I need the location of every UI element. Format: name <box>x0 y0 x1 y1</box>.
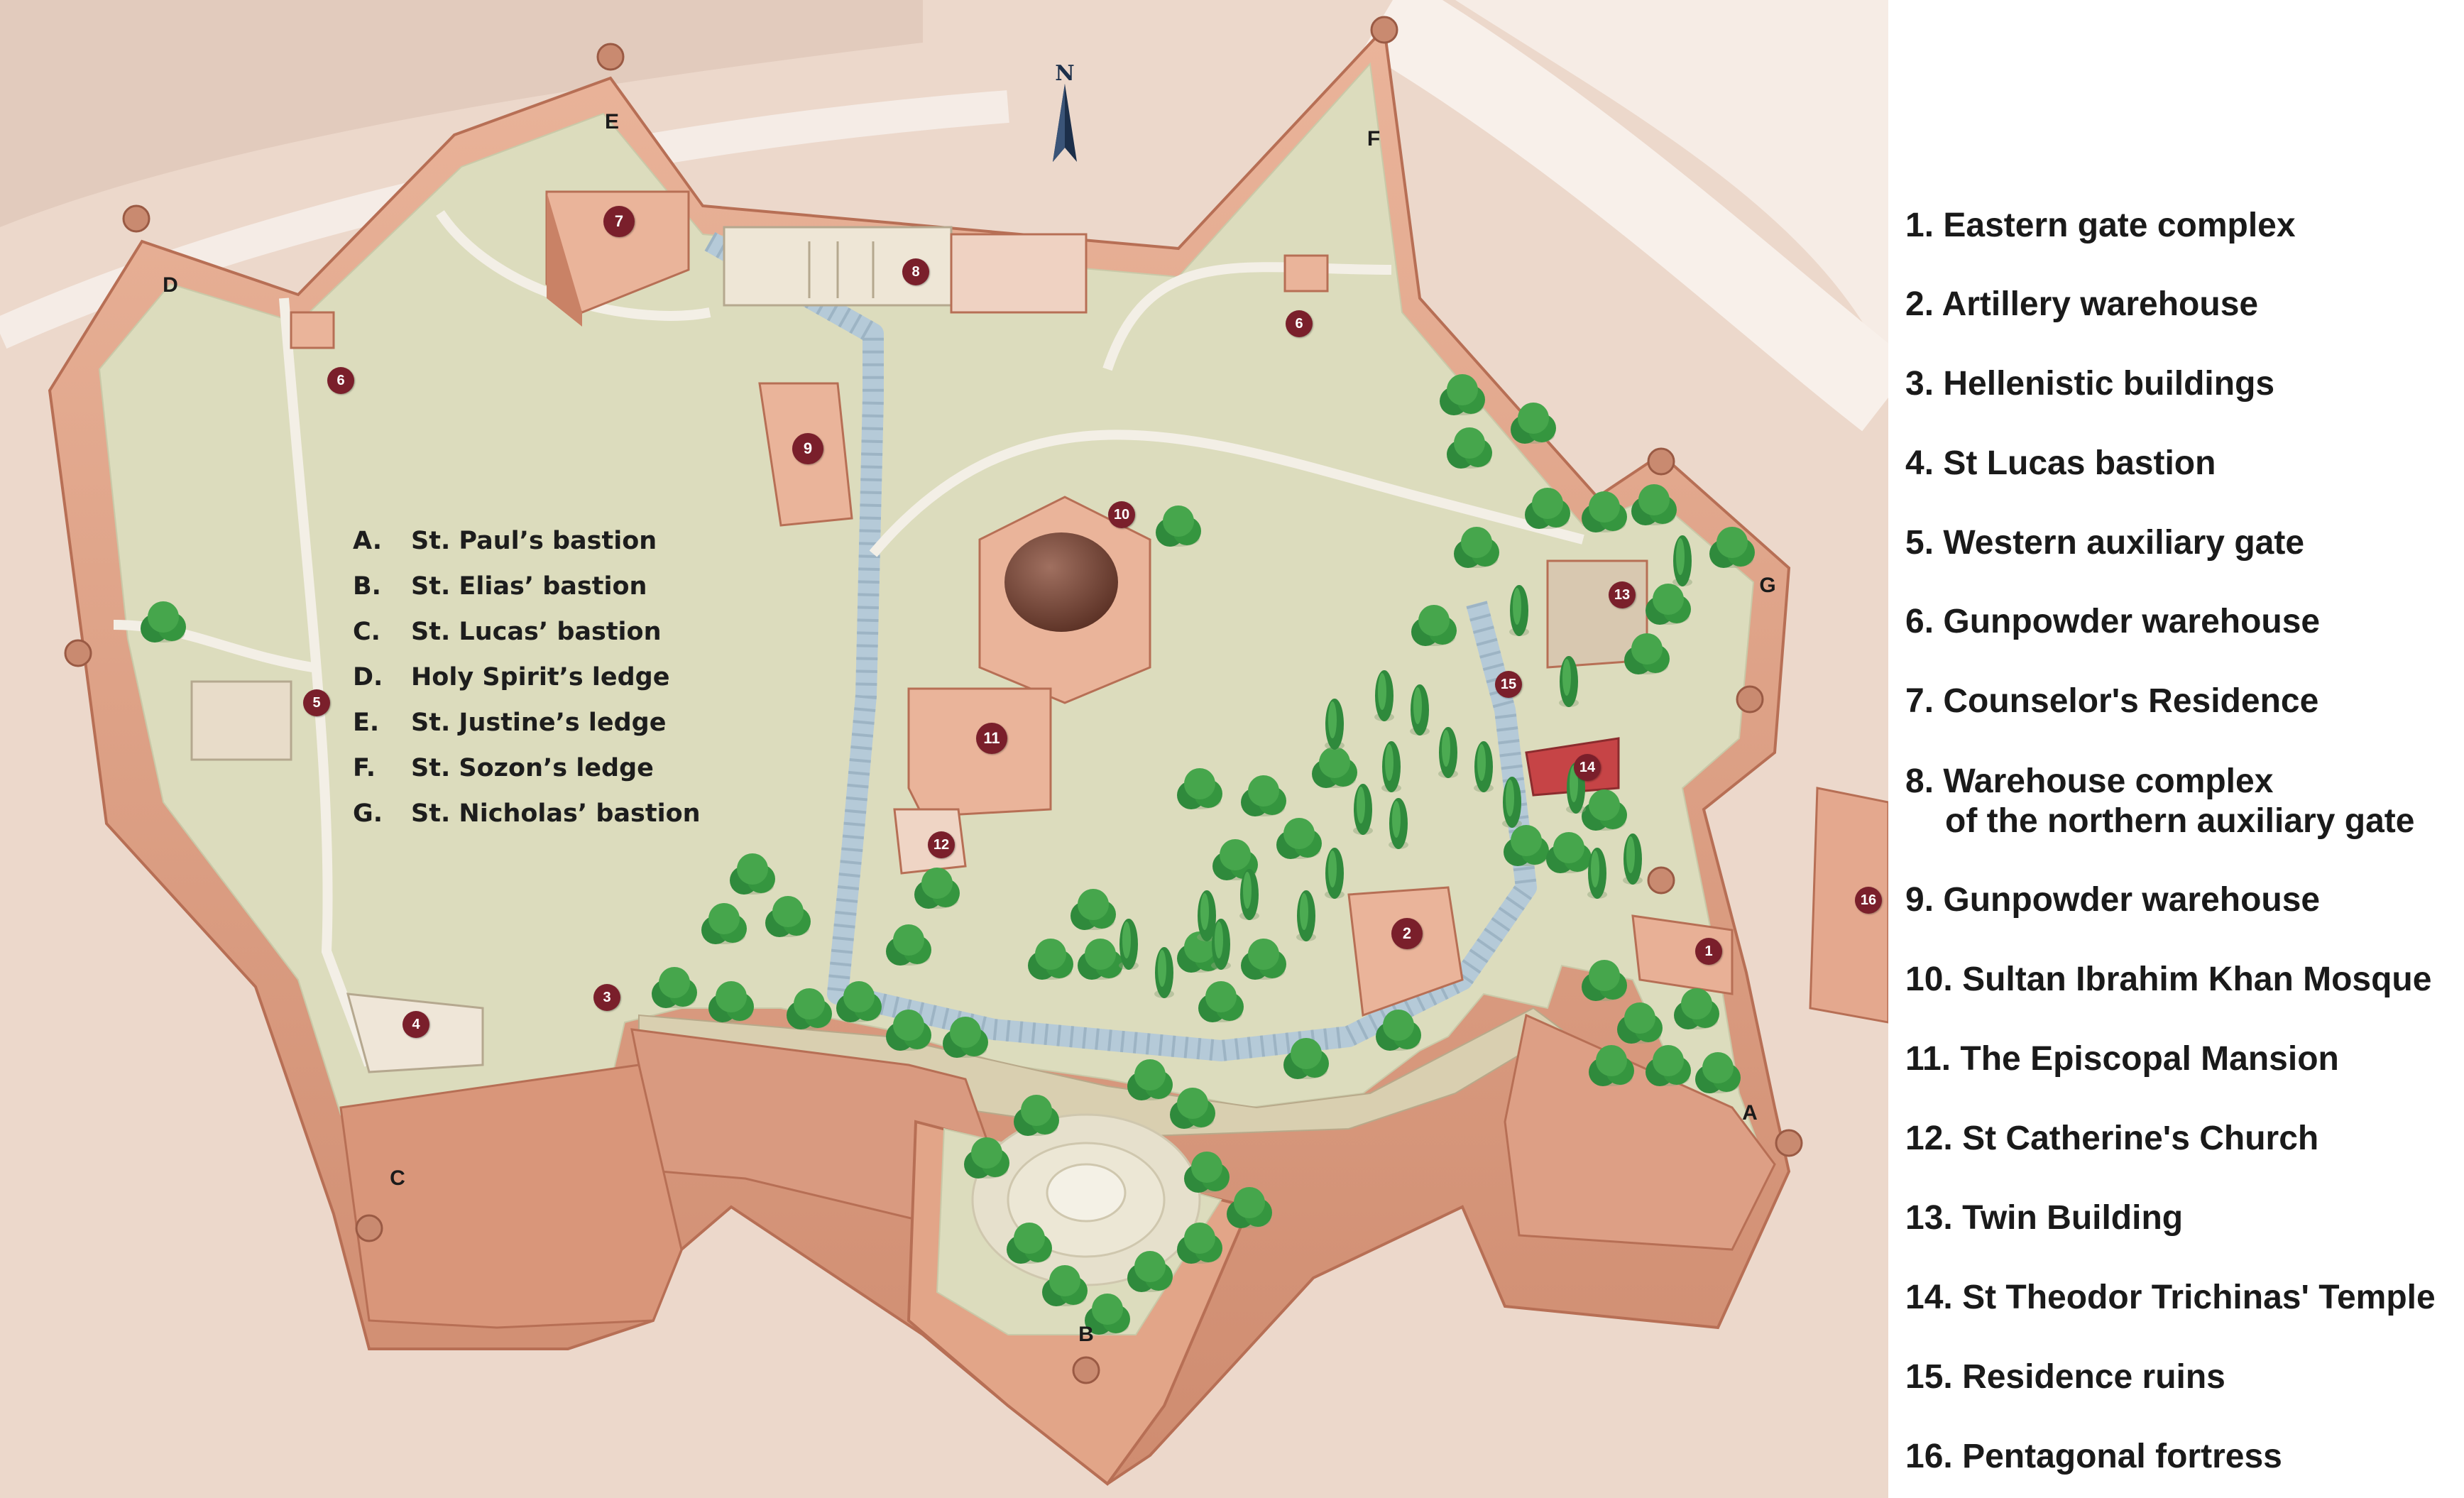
bastion-item: B. St. Elias’ bastion <box>353 564 701 609</box>
bastion-code: C. <box>353 618 380 646</box>
marker-4[interactable]: 4 <box>403 1011 429 1038</box>
fortress-map: N A B C D E F G 1 2 3 4 5 6 6 7 8 9 10 1… <box>0 0 1888 1498</box>
marker-1[interactable]: 1 <box>1695 938 1722 965</box>
bastion-code: G. <box>353 799 383 828</box>
legend-item-15: 15. Residence ruins <box>1905 1358 2225 1396</box>
map-letter-e: E <box>604 110 620 133</box>
north-label: N <box>1055 61 1075 86</box>
legend-item-16: 16. Pentagonal fortress <box>1905 1438 2282 1475</box>
map-letter-c: C <box>390 1166 405 1190</box>
marker-14[interactable]: 14 <box>1574 754 1601 781</box>
marker-2[interactable]: 2 <box>1391 918 1423 949</box>
map-letter-a: A <box>1742 1101 1758 1125</box>
marker-15[interactable]: 15 <box>1495 671 1522 698</box>
marker-6a[interactable]: 6 <box>327 367 354 394</box>
bastion-name: St. Lucas’ bastion <box>411 618 662 646</box>
legend-item-8-cont: of the northern auxiliary gate <box>1945 802 2415 840</box>
bastion-code: A. <box>353 527 383 555</box>
bastion-item: G. St. Nicholas’ bastion <box>353 791 701 836</box>
legend-item-12: 12. St Catherine's Church <box>1905 1120 2319 1157</box>
legend-item-7: 7. Counselor's Residence <box>1905 682 2319 720</box>
bastion-name: St. Justine’s ledge <box>411 709 667 737</box>
legend-panel: 1. Eastern gate complex 2. Artillery war… <box>1888 0 2464 1498</box>
legend-item-11: 11. The Episcopal Mansion <box>1905 1040 2339 1078</box>
map-letter-d: D <box>163 273 178 297</box>
legend-item-5: 5. Western auxiliary gate <box>1905 524 2305 562</box>
bastion-name: Holy Spirit’s ledge <box>411 663 670 691</box>
legend-item-6: 6. Gunpowder warehouse <box>1905 603 2321 640</box>
map-illustration <box>0 0 1888 1498</box>
legend-item-13: 13. Twin Building <box>1905 1199 2184 1237</box>
marker-7[interactable]: 7 <box>603 206 635 237</box>
legend-item-3: 3. Hellenistic buildings <box>1905 365 2275 403</box>
legend-item-1: 1. Eastern gate complex <box>1905 207 2296 244</box>
bastion-name: St. Nicholas’ bastion <box>411 799 701 828</box>
bastion-legend: A. St. Paul’s bastion B. St. Elias’ bastio… <box>353 518 701 836</box>
legend-item-8-label: 8. Warehouse complex <box>1905 762 2274 800</box>
legend-item-10: 10. Sultan Ibrahim Khan Mosque <box>1905 961 2432 998</box>
marker-12[interactable]: 12 <box>928 831 955 858</box>
legend-item-14: 14. St Theodor Trichinas' Temple <box>1905 1279 2436 1316</box>
bastion-item: E. St. Justine’s ledge <box>353 700 701 745</box>
marker-3[interactable]: 3 <box>593 984 620 1011</box>
marker-8[interactable]: 8 <box>902 258 929 285</box>
bastion-name: St. Sozon’s ledge <box>411 754 654 782</box>
map-letter-b: B <box>1078 1323 1094 1346</box>
marker-10[interactable]: 10 <box>1108 501 1135 528</box>
bastion-code: B. <box>353 572 381 601</box>
bastion-code: F. <box>353 754 376 782</box>
marker-6b[interactable]: 6 <box>1286 310 1313 337</box>
bastion-item: A. St. Paul’s bastion <box>353 518 701 564</box>
marker-16[interactable]: 16 <box>1855 887 1882 914</box>
bastion-item: C. St. Lucas’ bastion <box>353 609 701 655</box>
map-letter-f: F <box>1367 127 1381 151</box>
legend-item-8: 8. Warehouse complex of the northern aux… <box>1905 762 2414 841</box>
bastion-name: St. Paul’s bastion <box>411 527 657 555</box>
north-arrow-icon <box>1053 84 1077 162</box>
marker-5[interactable]: 5 <box>303 689 330 716</box>
bastion-code: D. <box>353 663 383 691</box>
marker-11[interactable]: 11 <box>976 723 1007 754</box>
bastion-item: D. Holy Spirit’s ledge <box>353 655 701 700</box>
legend-item-4: 4. St Lucas bastion <box>1905 444 2216 482</box>
bastion-name: St. Elias’ bastion <box>411 572 647 601</box>
bastion-item: F. St. Sozon’s ledge <box>353 745 701 791</box>
legend-item-9: 9. Gunpowder warehouse <box>1905 881 2321 919</box>
marker-9[interactable]: 9 <box>792 433 823 464</box>
bastion-code: E. <box>353 709 380 737</box>
map-letter-g: G <box>1759 574 1776 597</box>
legend-item-2: 2. Artillery warehouse <box>1905 285 2259 323</box>
marker-13[interactable]: 13 <box>1609 581 1636 608</box>
